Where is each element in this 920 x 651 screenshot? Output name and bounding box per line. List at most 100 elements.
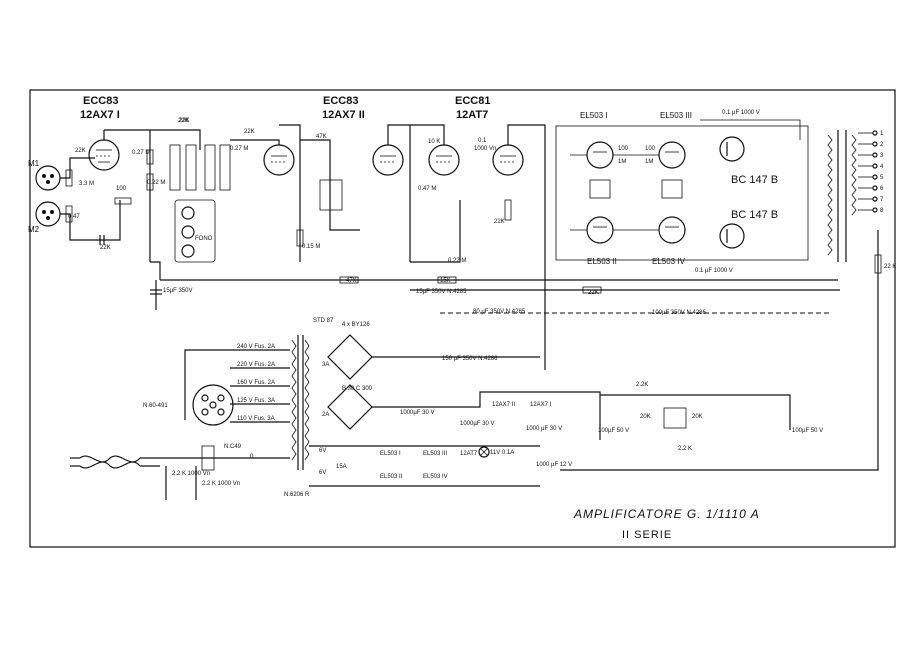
svg-text:2.2 K: 2.2 K	[678, 446, 692, 452]
svg-text:100µF 350V N.4286: 100µF 350V N.4286	[652, 310, 706, 316]
svg-text:N.6206 R: N.6206 R	[284, 492, 310, 498]
svg-text:0.1: 0.1	[478, 138, 487, 144]
svg-text:1000 µF 12 V: 1000 µF 12 V	[536, 462, 572, 468]
svg-text:150 µF 350V N.4286: 150 µF 350V N.4286	[442, 356, 498, 362]
svg-text:1000µF 30 V: 1000µF 30 V	[460, 421, 494, 427]
svg-text:4: 4	[880, 164, 884, 170]
transistor-q2: BC 147 B	[719, 209, 778, 249]
svg-text:6V: 6V	[319, 470, 326, 476]
tube-v3: ECC81 12AT7	[428, 95, 524, 176]
svg-text:125 V Fus. 3A: 125 V Fus. 3A	[237, 398, 275, 404]
svg-text:10 K: 10 K	[428, 139, 440, 145]
svg-text:EL503 II: EL503 II	[380, 474, 403, 480]
svg-text:EL503 IV: EL503 IV	[652, 257, 686, 266]
svg-text:0.27 M: 0.27 M	[230, 146, 248, 152]
svg-text:47K: 47K	[346, 278, 357, 284]
svg-text:0.27 M: 0.27 M	[132, 150, 150, 156]
svg-text:110 V Fus. 3A: 110 V Fus. 3A	[237, 416, 275, 422]
mic-jack-m2	[35, 201, 61, 227]
svg-text:100: 100	[116, 186, 127, 192]
svg-text:15µF 350V: 15µF 350V	[163, 288, 192, 294]
output-transformer	[827, 130, 857, 262]
svg-text:1M: 1M	[618, 159, 626, 165]
svg-text:12AX7 II: 12AX7 II	[322, 109, 365, 121]
svg-text:100µF 50 V: 100µF 50 V	[598, 428, 629, 434]
rectifier-bridge-1: 4 x BY126	[327, 322, 373, 380]
svg-text:22K: 22K	[494, 219, 505, 225]
svg-text:0.22 M: 0.22 M	[448, 258, 466, 264]
svg-text:0.47: 0.47	[68, 214, 80, 220]
svg-text:22K: 22K	[179, 118, 190, 124]
svg-text:1: 1	[880, 131, 884, 137]
mains-plug: N.C49 0 2.2 K 1000 Vn 2.2 K 1000 Vn	[70, 444, 290, 500]
svg-text:100µF 50 V: 100µF 50 V	[792, 428, 823, 434]
svg-text:1000µF 30 V: 1000µF 30 V	[400, 410, 434, 416]
svg-text:15µF 350V N.4285: 15µF 350V N.4285	[416, 289, 467, 295]
svg-text:2.2 K 1000 Vn: 2.2 K 1000 Vn	[172, 471, 210, 477]
svg-text:1M: 1M	[645, 159, 653, 165]
svg-text:22K: 22K	[178, 118, 189, 124]
svg-text:EL503 III: EL503 III	[660, 111, 692, 120]
svg-text:240 V Fus. 2A: 240 V Fus. 2A	[237, 344, 275, 350]
svg-text:2.2K: 2.2K	[636, 382, 648, 388]
svg-text:7: 7	[880, 197, 884, 203]
svg-text:12AX7 I: 12AX7 I	[80, 109, 120, 121]
svg-text:0.47 M: 0.47 M	[418, 186, 436, 192]
svg-text:EL503 I: EL503 I	[580, 111, 608, 120]
tone-control-block: 22K 0.27 M FONO	[150, 118, 248, 280]
drawing-title: AMPLIFICATORE G. 1/1110 A	[573, 507, 760, 521]
input-m2-label: M2	[28, 225, 40, 234]
svg-text:N.C49: N.C49	[224, 444, 242, 450]
svg-text:0.1 µF 1000 V: 0.1 µF 1000 V	[722, 110, 760, 116]
svg-text:3.3 M: 3.3 M	[79, 181, 94, 187]
svg-text:B 30 C 300: B 30 C 300	[342, 386, 373, 392]
svg-text:22 K: 22 K	[884, 264, 896, 270]
svg-text:3: 3	[880, 153, 884, 159]
svg-text:2.2 K 1000 Vn: 2.2 K 1000 Vn	[202, 481, 240, 487]
svg-text:N.60-491: N.60-491	[143, 403, 168, 409]
mains-transformer: N.6206 R STD 87	[284, 318, 334, 498]
svg-text:EL503 IV: EL503 IV	[423, 474, 448, 480]
svg-text:1000 Vn: 1000 Vn	[474, 146, 496, 152]
svg-text:1000 µF 30 V: 1000 µF 30 V	[526, 426, 562, 432]
tube-v2: ECC83 12AX7 II	[263, 95, 404, 176]
svg-text:47K: 47K	[316, 134, 327, 140]
svg-text:100: 100	[645, 146, 656, 152]
svg-text:15A: 15A	[336, 464, 347, 470]
drawing-border	[29, 89, 896, 548]
svg-text:22K: 22K	[100, 245, 111, 251]
transistor-q1: BC 147 B	[719, 136, 778, 186]
svg-text:2: 2	[880, 142, 884, 148]
svg-text:BC 147 B: BC 147 B	[731, 174, 778, 186]
svg-text:STD 87: STD 87	[313, 318, 334, 324]
svg-text:5: 5	[880, 175, 884, 181]
svg-text:ECC83: ECC83	[323, 95, 358, 107]
svg-text:0.1 µF 1000 V: 0.1 µF 1000 V	[695, 268, 733, 274]
drawing-subtitle: II SERIE	[622, 529, 672, 541]
svg-text:6: 6	[880, 186, 884, 192]
svg-text:22K: 22K	[75, 148, 86, 154]
output-terminals: 1 2 3 4 5 6 7 8	[858, 130, 884, 214]
heater-section: 6V 6V 15A EL503 I EL503 II EL503 III EL5…	[309, 445, 572, 487]
input-m1-label: M1	[28, 159, 40, 168]
svg-text:EL503 I: EL503 I	[380, 451, 401, 457]
svg-text:EL503 II: EL503 II	[587, 257, 617, 266]
svg-text:ECC81: ECC81	[455, 95, 490, 107]
input-stage: M1 M2 22K 3.3 M 100 0.47 22K	[28, 148, 132, 251]
rectifier-bridge-2: B 30 C 300	[327, 384, 373, 430]
svg-text:BC 147 B: BC 147 B	[731, 209, 778, 221]
svg-text:11V 0.1A: 11V 0.1A	[490, 450, 514, 456]
output-stage: EL503 I EL503 III EL503 II EL503 IV 100 …	[555, 111, 809, 266]
svg-text:20K: 20K	[640, 414, 651, 420]
svg-text:12AX7 I: 12AX7 I	[530, 402, 552, 408]
svg-text:12AX7 II: 12AX7 II	[492, 402, 515, 408]
svg-text:8: 8	[880, 208, 884, 214]
svg-text:3A: 3A	[322, 362, 329, 368]
svg-text:2A: 2A	[322, 412, 329, 418]
svg-text:100: 100	[618, 146, 629, 152]
svg-text:ECC83: ECC83	[83, 95, 118, 107]
svg-text:12AT7: 12AT7	[460, 451, 478, 457]
svg-text:160 V Fus. 2A: 160 V Fus. 2A	[237, 380, 275, 386]
svg-text:20K: 20K	[692, 414, 703, 420]
